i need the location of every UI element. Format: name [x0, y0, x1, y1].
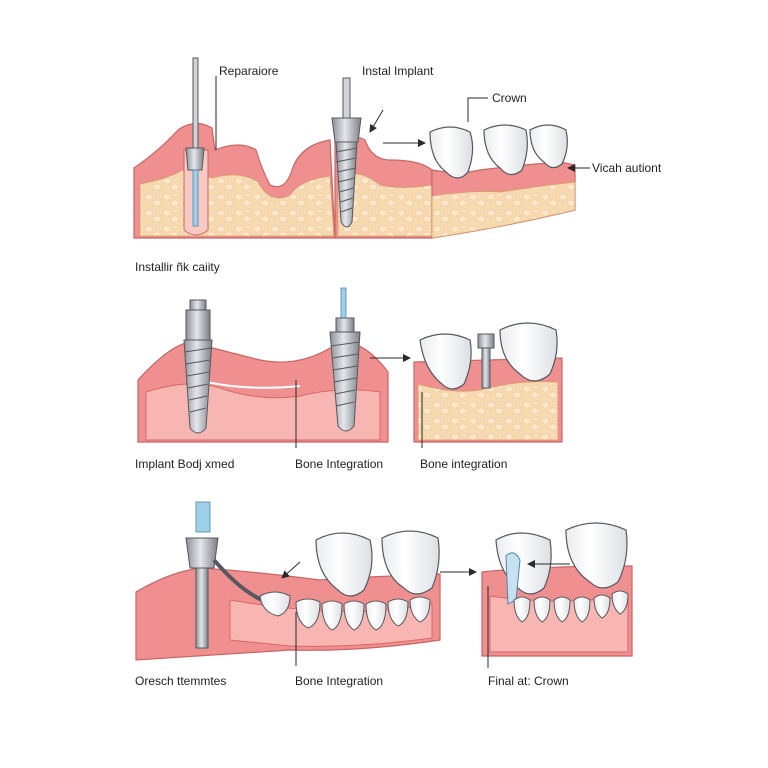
- label-final-crown: Final at: Crown: [488, 674, 569, 688]
- label-bone-integration-3: Bone Integration: [295, 674, 384, 688]
- leader-crown: [467, 97, 488, 122]
- row-1: [133, 57, 590, 239]
- jaw-section-oresch: [135, 501, 441, 661]
- label-crown: Crown: [492, 91, 527, 105]
- jaw-section-preparation: [133, 57, 336, 239]
- leader-oresch: [281, 561, 301, 579]
- label-vision-adjust: Vicah autiont: [592, 161, 662, 175]
- row-3: [135, 501, 633, 668]
- jaw-section-bone-integration: [413, 322, 563, 443]
- leader-install-implant: [369, 109, 384, 133]
- label-bone-integration-1: Bone Integration: [295, 457, 384, 471]
- jaw-section-implant-body: [137, 287, 389, 443]
- label-implant-body: Implant Bodj xmed: [135, 457, 235, 471]
- jaw-section-crowns: [429, 124, 576, 239]
- label-install-cavity: Installir ñk caiity: [135, 260, 220, 274]
- label-install-implant: Instal Implant: [362, 64, 434, 78]
- label-preparation: Reparaiore: [219, 64, 279, 78]
- row-2: [137, 287, 563, 448]
- jaw-section-final-crown: [481, 522, 633, 657]
- label-oresch: Oresch ttemmtes: [135, 674, 227, 688]
- label-bone-integration-2: Bone integration: [420, 457, 508, 471]
- jaw-section-install-implant: [331, 77, 433, 239]
